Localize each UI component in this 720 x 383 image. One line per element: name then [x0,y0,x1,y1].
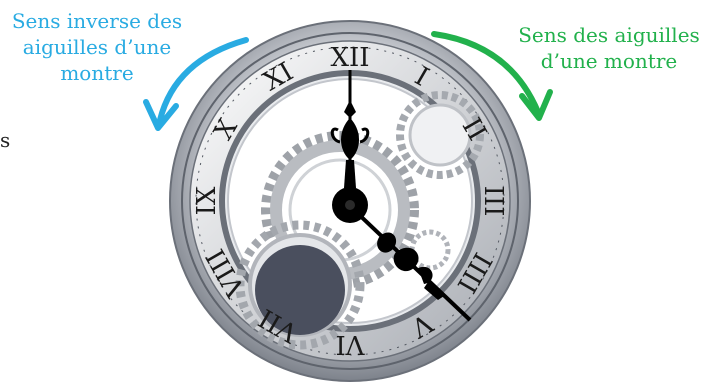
counterclockwise-label: Sens inverse des aiguilles d’une montre [8,8,186,86]
clock-numeral: XII [330,43,369,73]
clockwise-label-line-1: Sens des aiguilles [498,22,720,48]
clock-numeral: VI [335,329,365,359]
clock-numeral: III [478,186,508,217]
clockwise-label: Sens des aiguilles d’une montre [498,22,720,74]
counterclockwise-label-line-2: aiguilles d’une [8,34,186,60]
stray-glyph: s [0,128,10,152]
hand-hub-pin [345,200,355,210]
counterclockwise-label-line-3: montre [8,60,186,86]
clockwise-label-line-2: d’une montre [498,48,720,74]
counterclockwise-label-line-1: Sens inverse des [8,8,186,34]
clock-numeral: IX [192,186,222,215]
